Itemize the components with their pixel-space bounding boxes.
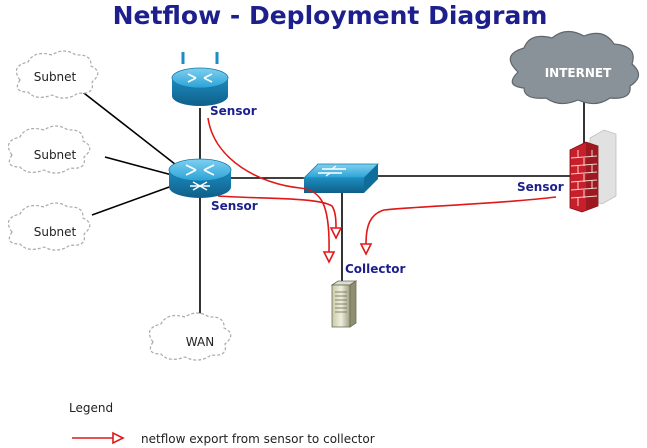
legend-flow-arrowhead [112, 431, 125, 445]
collector-server-icon [330, 280, 358, 328]
netflow-arrowheads [322, 227, 373, 264]
cloud-shape [7, 125, 91, 174]
netflow-flows [207, 117, 557, 253]
cloud-shape [509, 30, 640, 105]
legend: Legend netflow export from sensor to col… [69, 401, 375, 446]
link-subnet3-router [91, 185, 173, 216]
cloud-label: Subnet [34, 225, 77, 239]
core-router-icon [168, 158, 232, 198]
cloud-wan: WAN [148, 312, 232, 361]
firewall-icon [569, 129, 617, 213]
cloud-label: Subnet [34, 148, 77, 162]
page-title: Netflow - Deployment Diagram [113, 1, 548, 30]
link-subnet1-router [79, 89, 181, 169]
wireless-router-icon [171, 52, 229, 106]
sensor-label-core-router: Sensor [211, 199, 258, 213]
flow-arrow-wireless [207, 117, 330, 253]
flow-arrow-core [217, 195, 337, 229]
cloud-label: INTERNET [545, 66, 612, 80]
cloud-shape [148, 312, 232, 361]
collector-label: Collector [345, 262, 406, 276]
cloud-subnet-3: Subnet [7, 202, 91, 251]
cloud-subnet-2: Subnet [7, 125, 91, 174]
sensor-label-wireless-router: Sensor [210, 104, 257, 118]
link-subnet2-router [104, 156, 173, 176]
arrowhead-core [329, 227, 343, 240]
network-links [79, 89, 585, 326]
flow-arrow-firewall [365, 196, 557, 245]
cloud-label: Subnet [34, 70, 77, 84]
cloud-label: WAN [186, 335, 214, 349]
cloud-subnet-1: Subnet [15, 50, 99, 99]
legend-title: Legend [69, 401, 113, 415]
cloud-internet: INTERNET [509, 30, 640, 105]
sensor-label-firewall: Sensor [517, 180, 564, 194]
switch-icon [303, 163, 379, 193]
arrowhead-wireless [322, 251, 336, 264]
arrowhead-firewall [359, 243, 373, 256]
cloud-shape [7, 202, 91, 251]
legend-flow-label: netflow export from sensor to collector [141, 432, 375, 446]
cloud-shape [15, 50, 99, 99]
